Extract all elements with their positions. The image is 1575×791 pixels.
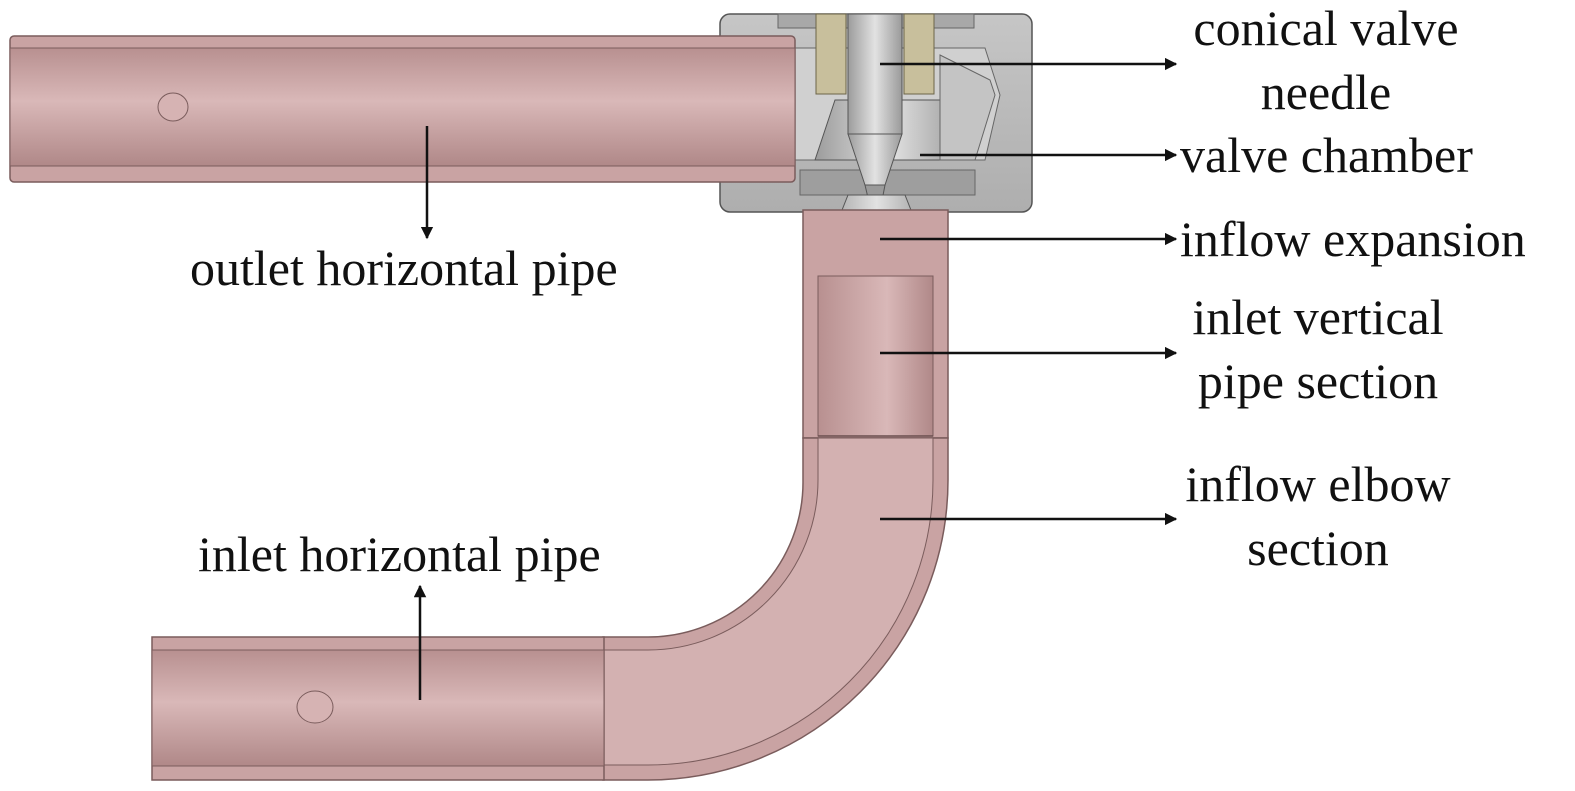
label-outlet-horizontal-pipe: outlet horizontal pipe — [190, 240, 618, 296]
label-conical-valve-needle: conical valve needle — [1176, 0, 1476, 124]
label-inlet-vertical-pipe-section: inlet vertical pipe section — [1168, 285, 1468, 413]
label-inlet-horizontal-pipe: inlet horizontal pipe — [198, 526, 601, 582]
label-conical-valve-needle-line2: needle — [1260, 64, 1392, 120]
inflow-elbow — [602, 437, 949, 781]
label-inflow-elbow-line1: inflow elbow — [1185, 456, 1451, 512]
inlet-horizontal-pipe — [151, 636, 605, 781]
label-inlet-vertical-line2: pipe section — [1197, 353, 1439, 409]
conical-valve-needle — [847, 13, 903, 233]
needle-guide — [815, 13, 935, 95]
outlet-horizontal-pipe — [9, 35, 796, 183]
inlet-vertical-pipe — [802, 209, 949, 439]
label-valve-chamber: valve chamber — [1180, 127, 1473, 183]
label-inflow-elbow-section: inflow elbow section — [1168, 452, 1468, 580]
label-inflow-elbow-line2: section — [1247, 520, 1389, 576]
leader-arrows — [413, 57, 1178, 700]
label-conical-valve-needle-line1: conical valve — [1193, 0, 1459, 56]
label-inlet-vertical-line1: inlet vertical — [1192, 289, 1444, 345]
label-inflow-expansion: inflow expansion — [1180, 211, 1526, 267]
